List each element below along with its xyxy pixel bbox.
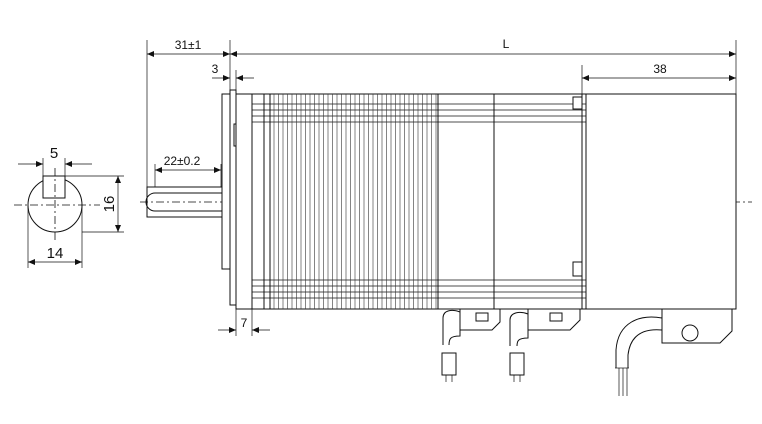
encoder-housing	[585, 93, 737, 310]
encoder-connector	[615, 309, 733, 396]
key-width-label: 5	[50, 145, 58, 162]
shaft-offset-label: 31±1	[175, 38, 202, 52]
key-length-label: 22±0.2	[164, 154, 201, 168]
encoder-length-label: 38	[653, 62, 667, 76]
motor-body	[235, 93, 587, 310]
brake-connector	[509, 309, 581, 382]
flange-thickness-dimension: 3	[212, 62, 254, 81]
key-width-dimension: 5	[18, 145, 92, 167]
key-height-label: 16	[101, 196, 118, 213]
flange-thickness-label: 3	[212, 62, 219, 76]
length-label: L	[503, 37, 510, 51]
key-length-dimension: 22±0.2	[154, 154, 222, 187]
key-height-dimension: 16	[101, 176, 121, 232]
cooling-fins	[273, 94, 437, 309]
shaft-diameter-dimension: 14	[28, 245, 82, 265]
length-dimension: L	[230, 37, 736, 57]
spacer-label: 7	[241, 316, 248, 330]
shaft-offset-dimension: 31±1	[147, 38, 230, 57]
shaft-end-view	[14, 158, 124, 268]
encoder-length-dimension: 38	[582, 62, 736, 81]
shaft-diameter-label: 14	[47, 245, 64, 262]
power-connector	[441, 309, 501, 382]
spacer-dimension: 7	[218, 316, 270, 333]
